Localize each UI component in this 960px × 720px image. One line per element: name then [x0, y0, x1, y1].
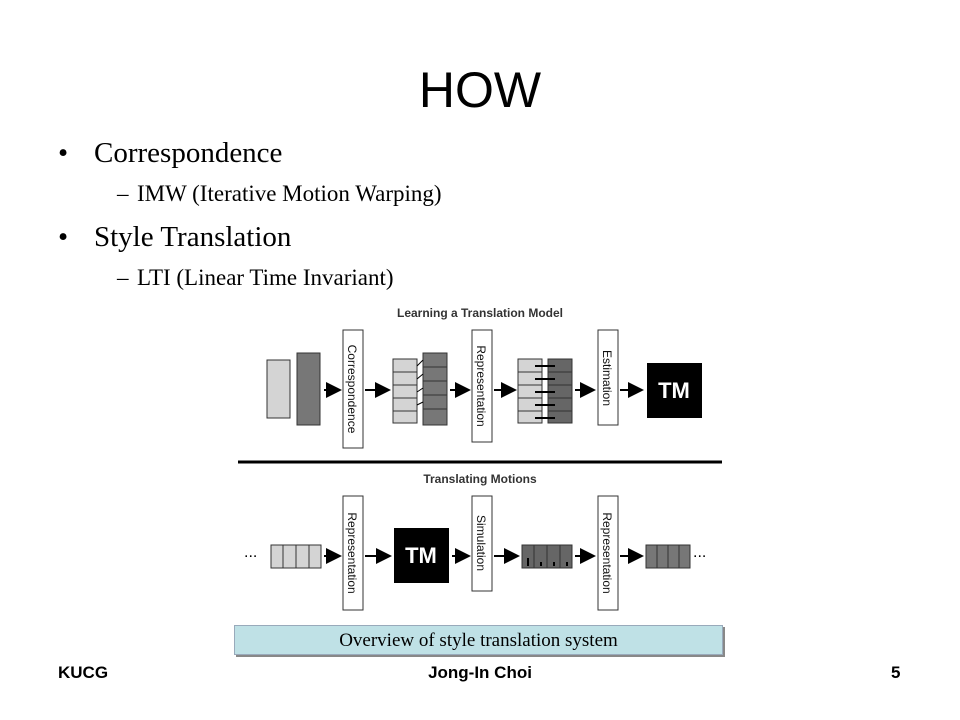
label-box-simulation [471, 495, 493, 592]
input-motion-frames [270, 544, 322, 569]
motion-block-dark [296, 352, 321, 426]
output-motion-frames [645, 544, 691, 569]
motion-block-light [266, 359, 291, 419]
represented-frames [517, 358, 573, 424]
footer-page-number: 5 [891, 663, 901, 682]
style-translation-diagram: Learning a Translation Model Corresponde… [238, 306, 722, 611]
label-estimation: Estimation [600, 350, 614, 406]
slide-title: HOW [418, 62, 542, 118]
sub-bullet-text: IMW (Iterative Motion Warping) [137, 181, 442, 206]
tm-model-box [647, 363, 702, 418]
top-section-title: Learning a Translation Model [397, 306, 563, 320]
bottom-section-title: Translating Motions [423, 472, 537, 486]
bullet-text: Style Translation [94, 221, 292, 253]
tm-label: TM [405, 543, 437, 568]
bullet-style-translation: • Style Translation [58, 220, 292, 254]
sub-bullet-text: LTI (Linear Time Invariant) [137, 265, 394, 290]
label-box-correspondence [342, 329, 364, 449]
label-box-representation [342, 495, 364, 611]
label-representation: Representation [474, 345, 488, 426]
ellipsis-right: ... [693, 544, 706, 561]
ellipsis-left: ... [244, 544, 257, 561]
bullet-dot: • [58, 137, 69, 169]
label-box-representation [471, 329, 493, 443]
label-representation: Representation [600, 512, 614, 593]
sub-bullet-imw: – IMW (Iterative Motion Warping) [117, 180, 442, 208]
footer-left: KUCG [58, 663, 109, 682]
label-box-estimation [597, 329, 619, 426]
label-simulation: Simulation [474, 515, 488, 571]
footer-center: Jong-In Choi [428, 663, 532, 682]
label-correspondence: Correspondence [345, 345, 359, 434]
label-representation: Representation [345, 512, 359, 593]
tm-model-box [394, 528, 449, 583]
bullet-text: Correspondence [94, 137, 283, 169]
tm-label: TM [658, 378, 690, 403]
sub-dash: – [117, 181, 129, 206]
simulated-frames [521, 544, 573, 569]
corresponded-frames [392, 352, 448, 426]
label-box-representation [597, 495, 619, 611]
bullet-dot: • [58, 221, 69, 253]
figure-caption: Overview of style translation system [234, 625, 723, 655]
sub-dash: – [117, 265, 129, 290]
sub-bullet-lti: – LTI (Linear Time Invariant) [117, 264, 394, 292]
bullet-correspondence: • Correspondence [58, 136, 283, 170]
